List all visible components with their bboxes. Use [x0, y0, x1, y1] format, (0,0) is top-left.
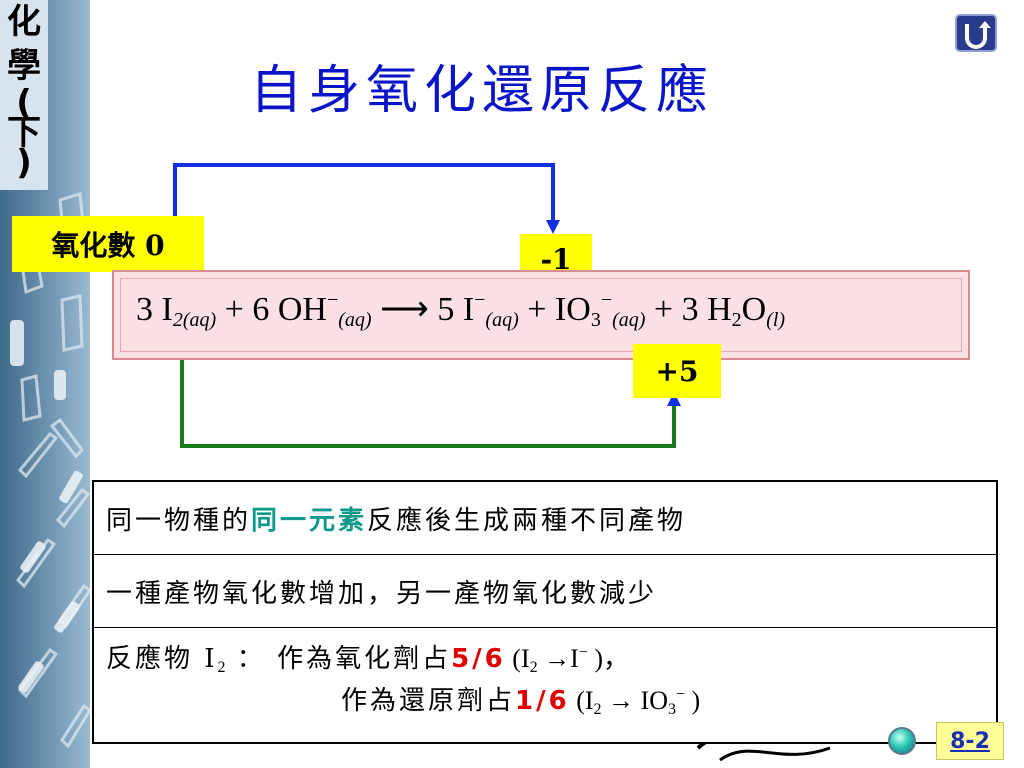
sidebar-char: ) — [16, 143, 32, 183]
equation-box: 3 I2(aq) + 6 OH−(aq) ⟶ 5 I−(aq) + IO3−(a… — [112, 270, 970, 360]
oxidation-zero-label: 氧化數 0 — [12, 216, 204, 272]
page-number-link[interactable]: 8-2 — [936, 722, 1004, 760]
table-row: 同一物種的同一元素反應後生成兩種不同產物 — [92, 480, 998, 555]
blue-arrow-head — [546, 220, 560, 234]
table-row: 反應物 I2 ： 作為氧化劑占5/6 (I2 →I− )， 作為還原劑占1/6 … — [92, 627, 998, 744]
oxidation-plus-five-label: +5 — [633, 344, 721, 398]
return-icon[interactable] — [955, 14, 997, 52]
sidebar-char: ( — [16, 83, 32, 123]
chemical-equation: 3 I2(aq) + 6 OH−(aq) ⟶ 5 I−(aq) + IO3−(a… — [136, 289, 786, 331]
table-cell: 同一物種的同一元素反應後生成兩種不同產物 — [92, 480, 998, 555]
oxidant-fraction: 5/6 — [451, 644, 506, 674]
sidebar-subject-label: 化 學 ( 下 ) — [0, 0, 48, 190]
green-arrow-head — [667, 392, 681, 406]
side-decoration-strip: 化 學 ( 下 ) — [0, 0, 90, 768]
reductant-fraction: 1/6 — [515, 686, 570, 716]
table-cell: 一種產物氧化數增加，另一產物氧化數減少 — [92, 554, 998, 628]
blue-reduction-arrow — [173, 163, 555, 222]
circle-nav-icon[interactable] — [888, 727, 916, 755]
sidebar-char: 化 — [7, 2, 41, 42]
explanation-table: 同一物種的同一元素反應後生成兩種不同產物 一種產物氧化數增加，另一產物氧化數減少… — [92, 480, 998, 744]
table-cell: 反應物 I2 ： 作為氧化劑占5/6 (I2 →I− )， 作為還原劑占1/6 … — [92, 627, 998, 744]
page-title: 自身氧化還原反應 — [250, 61, 715, 121]
sidebar-char: 學 — [7, 46, 41, 86]
table-row: 一種產物氧化數增加，另一產物氧化數減少 — [92, 554, 998, 628]
highlight-text: 同一元素 — [251, 505, 368, 536]
green-oxidation-arrow — [180, 360, 676, 448]
sidebar-char: 下 — [7, 113, 41, 153]
